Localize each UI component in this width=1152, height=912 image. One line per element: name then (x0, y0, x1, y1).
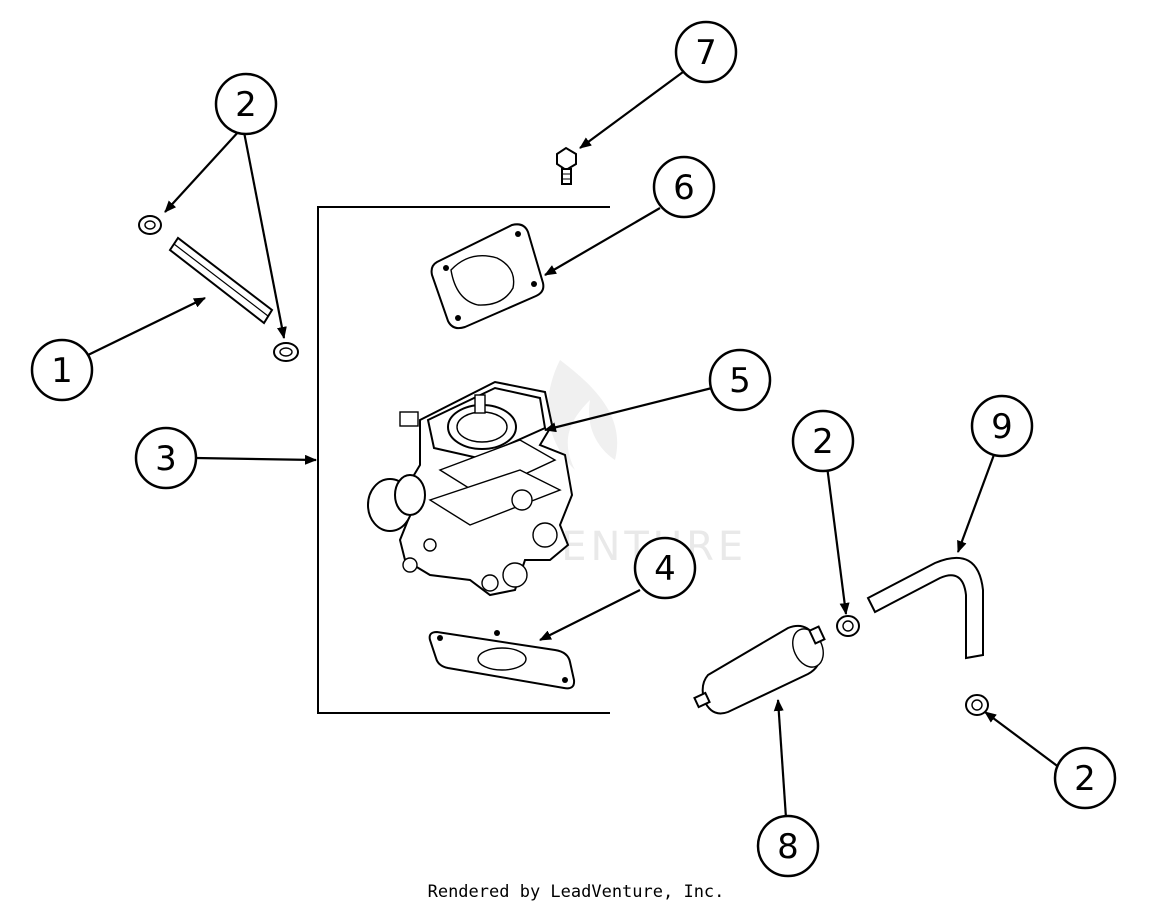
callout-4-label: 4 (654, 549, 676, 589)
callout-6: 6 (652, 155, 716, 219)
leader-7 (579, 71, 684, 149)
callout-4: 4 (633, 536, 697, 600)
leader-2a-upper (164, 129, 241, 213)
callout-3-label: 3 (155, 439, 177, 479)
part-7-screw (556, 146, 577, 185)
callout-2-label: 2 (812, 422, 834, 462)
leader-6 (544, 207, 661, 276)
callout-1: 1 (30, 338, 94, 402)
callout-8-label: 8 (777, 827, 799, 867)
leader-9 (956, 451, 997, 553)
leader-5 (544, 386, 713, 433)
leader-2a-lower (242, 131, 287, 339)
leader-lines (87, 71, 1061, 819)
callout-7: 7 (674, 20, 738, 84)
leader-3 (195, 454, 317, 465)
leader-1 (87, 297, 206, 356)
callout-7-label: 7 (695, 33, 717, 73)
footer-credit: Rendered by LeadVenture, Inc. (427, 882, 725, 902)
part-4-gasket (428, 630, 576, 690)
callout-8: 8 (756, 814, 820, 878)
leader-2b (825, 465, 850, 615)
leader-4 (539, 589, 641, 641)
part-2-clamp-upper (138, 215, 162, 235)
leader-8 (773, 699, 788, 819)
callout-3: 3 (134, 426, 198, 490)
part-5-carburetor (367, 380, 574, 597)
callout-2-mid: 2 (791, 409, 855, 473)
flame-logo-icon (548, 360, 618, 470)
callout-5-label: 5 (729, 361, 751, 401)
callout-9-label: 9 (991, 407, 1013, 447)
callout-2-right: 2 (1053, 746, 1117, 810)
callout-9: 9 (970, 394, 1034, 458)
part-2-clamp-mid (836, 615, 860, 637)
assembly-bracket (317, 206, 610, 714)
leader-2c (984, 711, 1061, 769)
callout-1-label: 1 (51, 351, 73, 391)
callout-2-label: 2 (235, 85, 257, 125)
part-9-fuel-line (866, 557, 984, 660)
callout-2-upper-left: 2 (214, 72, 278, 136)
part-6-gasket (430, 223, 545, 330)
callout-6-label: 6 (673, 168, 695, 208)
part-8-fuel-filter (693, 624, 826, 715)
part-2-clamp-lower (273, 342, 299, 362)
part-2-clamp-right (965, 694, 989, 716)
part-1-hose (168, 236, 274, 325)
callout-2-label: 2 (1074, 759, 1096, 799)
callout-5: 5 (708, 348, 772, 412)
